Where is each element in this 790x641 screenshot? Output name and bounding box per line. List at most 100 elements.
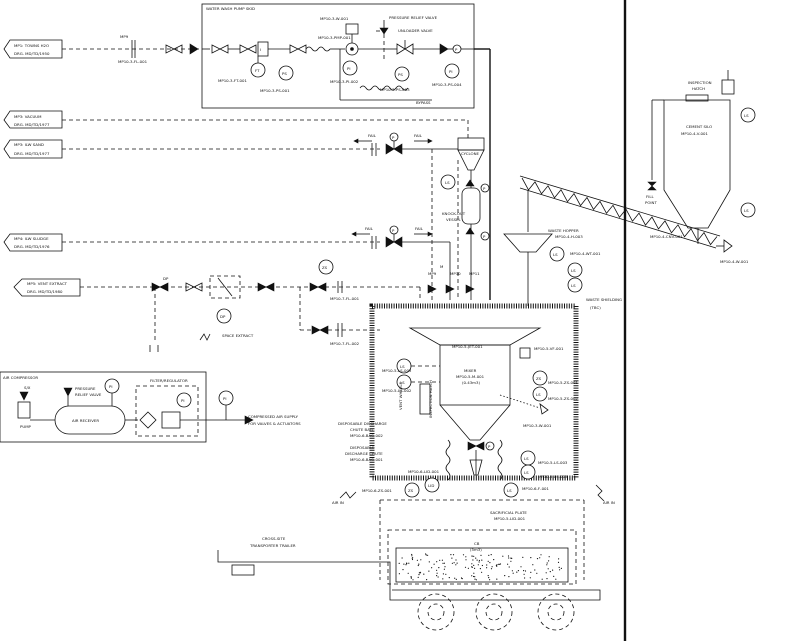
svg-text:DP: DP xyxy=(220,314,226,319)
skid-title: WATER WASH PUMP SKID xyxy=(206,6,255,11)
tag-fl001: MP10-3-FL-001 xyxy=(118,59,148,64)
cb-fill-dot xyxy=(511,570,513,572)
cb-fill-dot xyxy=(478,559,480,562)
svg-text:DISCHARGE CHUTE: DISCHARGE CHUTE xyxy=(345,451,383,456)
instrument-ls-chute-2: LS xyxy=(520,464,536,480)
chute-bag-2-icon xyxy=(497,439,503,481)
vibrator-icon xyxy=(519,347,531,359)
svg-text:SACRIFICIAL PLATE: SACRIFICIAL PLATE xyxy=(490,510,527,515)
cb-fill-dot xyxy=(541,578,543,580)
cb-fill-dot xyxy=(496,578,498,580)
cb-fill-dot xyxy=(555,578,557,580)
cb-fill-dot xyxy=(431,567,433,569)
svg-text:DRG. MD/TD/1976: DRG. MD/TD/1976 xyxy=(14,244,50,249)
cb-fill-dot xyxy=(405,564,407,566)
cb-fill-dot xyxy=(471,563,473,565)
cb-fill-dot xyxy=(403,563,405,565)
cb-fill-dot xyxy=(532,564,534,566)
cb-fill-dot xyxy=(417,576,419,579)
cb-fill-dot xyxy=(524,570,527,572)
svg-text:AIR IN: AIR IN xyxy=(332,500,344,505)
instrument-ls-bottom: LS xyxy=(503,482,519,498)
cb-fill-dot xyxy=(486,564,488,566)
svg-text:SPACE EXTRACT: SPACE EXTRACT xyxy=(222,333,254,338)
cb-fill-dot xyxy=(490,568,493,570)
cb-fill-dot xyxy=(475,557,477,559)
svg-text:AIR RECEIVER: AIR RECEIVER xyxy=(72,418,99,423)
svg-text:P: P xyxy=(483,186,486,191)
cement-silo-icon xyxy=(663,99,731,244)
tag-wt: MP10-4-WT-001 xyxy=(570,251,601,256)
tag-fl-vent: MP10-7-FL-001 xyxy=(330,296,360,301)
svg-text:INSPECTION: INSPECTION xyxy=(688,80,712,85)
svg-text:CHUTE BAG: CHUTE BAG xyxy=(350,427,373,432)
check-valve-2-icon xyxy=(439,43,449,55)
silo-outlet-valve-icon xyxy=(723,239,733,253)
svg-text:PUMP: PUMP xyxy=(20,424,32,429)
svg-text:LS: LS xyxy=(524,470,529,475)
discharge-valve-icon xyxy=(467,441,477,451)
cb-fill-dot xyxy=(517,570,520,572)
cb-fill-dot xyxy=(486,567,488,569)
mixer-hopper-icon xyxy=(408,327,542,441)
svg-text:LS: LS xyxy=(524,456,529,461)
cb-fill-dot xyxy=(455,559,457,561)
cb-fill-dot xyxy=(558,566,560,569)
cb-fill-dot xyxy=(557,561,560,564)
instrument-ls-silo-1: LS xyxy=(740,107,756,123)
tag-bag2: MP10-6-BAG-001 xyxy=(350,457,383,462)
cb-fill-dot xyxy=(411,555,413,557)
svg-text:ZS: ZS xyxy=(536,376,542,381)
tag-pi002: MP10-3-PI-002 xyxy=(330,79,359,84)
svg-text:(5m3): (5m3) xyxy=(470,547,482,552)
cb-fill-dot xyxy=(402,569,404,571)
unloader-valve-icon xyxy=(396,40,414,55)
cb-fill-dot xyxy=(481,559,483,561)
fail-valve-2-icon xyxy=(385,236,395,248)
cb-fill-dot xyxy=(548,560,550,562)
air-compressor-boundary xyxy=(0,371,207,443)
cb-fill-dot xyxy=(488,577,490,579)
cb-fill-dot xyxy=(498,563,500,565)
cb-fill-dot xyxy=(540,554,542,556)
cb-fill-dot xyxy=(411,553,413,556)
svg-text:PI: PI xyxy=(223,396,227,401)
cb-fill-dot xyxy=(418,574,420,576)
tag-vf: MP10-5-VF-001 xyxy=(534,346,564,351)
tag-ft001: MP10-3-FT-001 xyxy=(218,78,247,83)
cb-fill-dot xyxy=(465,559,467,561)
cb-fill-dot xyxy=(471,575,473,577)
cb-fill-dot xyxy=(473,555,475,557)
cb-fill-dot xyxy=(552,569,554,571)
svg-text:UNLOADER VALVE: UNLOADER VALVE xyxy=(398,28,433,33)
cb-fill-dot xyxy=(546,562,548,564)
cb-fill-dot xyxy=(453,562,455,564)
offpage-ilw-sludge: MP4: ILW SLUDGE DRG. MD/TD/1976 xyxy=(3,233,63,252)
cb-fill-dot xyxy=(480,554,482,557)
svg-text:P: P xyxy=(488,444,491,449)
svg-text:FAIL: FAIL xyxy=(414,133,423,138)
svg-text:VENT WHEELS: VENT WHEELS xyxy=(398,382,403,410)
cb-fill-dot xyxy=(436,572,438,574)
cb-fill-dot xyxy=(488,554,490,557)
cb-fill-dot xyxy=(436,575,438,577)
svg-text:DP: DP xyxy=(163,276,169,281)
svg-text:FOR VALVES & ACTUATORS: FOR VALVES & ACTUATORS xyxy=(248,421,301,426)
svg-text:PI: PI xyxy=(449,69,453,74)
svg-text:LS: LS xyxy=(400,380,405,385)
svg-text:FAIL: FAIL xyxy=(365,226,374,231)
tag-ps001: MP10-3-PS-001 xyxy=(260,88,290,93)
svg-text:P: P xyxy=(483,234,486,239)
svg-text:LS: LS xyxy=(744,113,749,118)
motor-icon xyxy=(345,23,359,35)
cb-fill-dot xyxy=(442,578,444,580)
cb-fill-dot xyxy=(471,555,473,557)
cb-fill-dot xyxy=(436,561,438,563)
cb-fill-dot xyxy=(558,558,560,560)
cb-fill-dot xyxy=(473,572,475,574)
chute-bag-icon xyxy=(445,439,451,481)
cb-fill-dot xyxy=(444,566,446,568)
svg-text:LS: LS xyxy=(553,252,558,257)
svg-text:INSPECTION HATCH: INSPECTION HATCH xyxy=(428,380,433,418)
cb-fill-dot xyxy=(410,576,412,578)
